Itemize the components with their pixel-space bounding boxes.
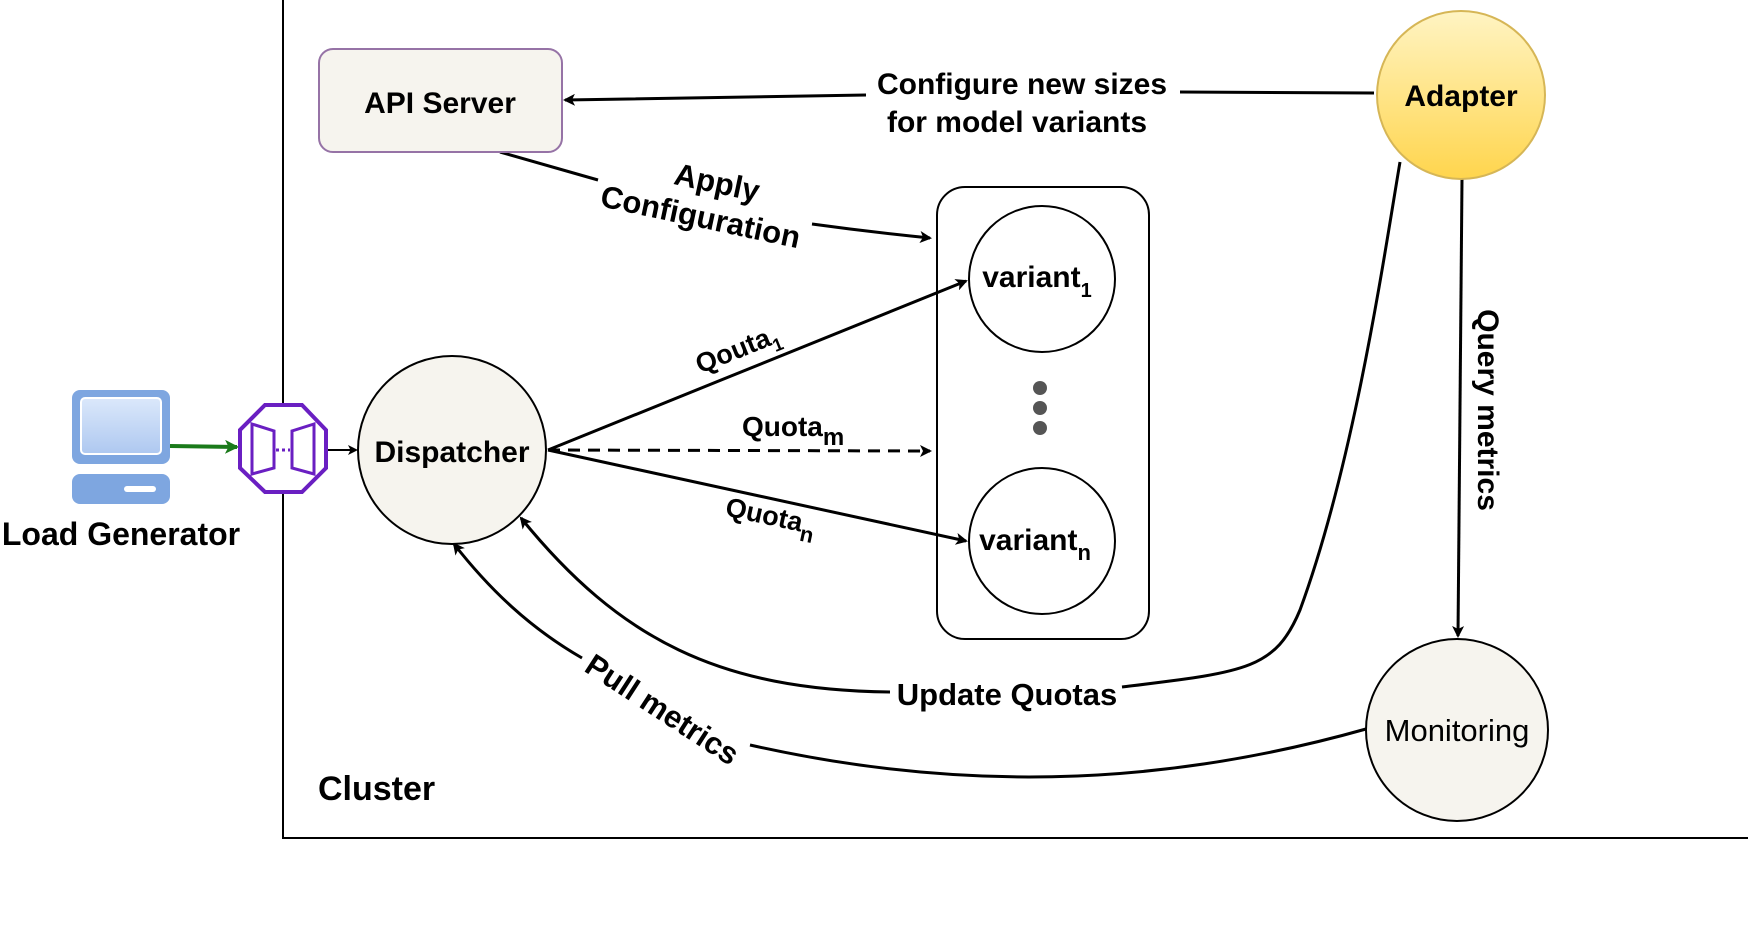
pull-metrics-edge <box>749 727 1367 779</box>
quota-n-edge <box>547 448 968 545</box>
variant-1-label: variant1 <box>982 261 1092 302</box>
dispatcher-node[interactable]: Dispatcher <box>357 355 547 545</box>
apply-configuration-label: Apply Configuration <box>598 156 804 255</box>
update-quotas-label: Update Quotas <box>897 677 1117 712</box>
update-quotas-edge <box>1121 161 1402 689</box>
variant-1-node[interactable]: variant1 <box>968 205 1116 353</box>
quota-1-edge <box>547 279 968 452</box>
cluster-boundary <box>282 0 1748 839</box>
configure-label-line1: Configure new sizes <box>877 68 1167 101</box>
api-server-node[interactable]: API Server <box>318 48 563 153</box>
update-quotas-edge-tail <box>519 516 891 694</box>
configure-edge <box>565 92 1375 100</box>
query-metrics-edge <box>1452 178 1465 638</box>
adapter-node[interactable]: Adapter <box>1376 10 1546 180</box>
svg-text:Quotan: Quotan <box>721 492 818 548</box>
query-metrics-label: Query metrics <box>1471 309 1504 511</box>
more-variants-dots <box>1033 381 1047 435</box>
api-server-label: API Server <box>364 87 516 120</box>
monitoring-node[interactable]: Monitoring <box>1365 638 1549 822</box>
quota-n-label: Quotan <box>721 492 818 548</box>
svg-text:Qouta1: Qouta1 <box>691 319 786 385</box>
dispatcher-label: Dispatcher <box>374 436 529 469</box>
pull-metrics-edge-tail <box>452 542 583 660</box>
configure-label-bg <box>866 64 1180 138</box>
gateway-icon <box>238 403 328 494</box>
variant-n-label: variantn <box>979 524 1091 565</box>
computer-icon <box>72 390 170 504</box>
load-gateway-edge <box>169 439 239 454</box>
cluster-label: Cluster <box>318 770 435 808</box>
apply-configuration-edge <box>499 150 599 182</box>
variant-n-node[interactable]: variantn <box>968 467 1116 615</box>
quota-1-label: Qouta1 <box>691 319 786 385</box>
svg-text:Query metrics: Query metrics <box>1471 309 1504 511</box>
monitoring-label: Monitoring <box>1385 713 1530 748</box>
quota-m-edge <box>547 444 932 457</box>
adapter-label: Adapter <box>1404 80 1518 113</box>
configure-label-line2: for model variants <box>887 106 1147 139</box>
load-generator-label: Load Generator <box>2 516 240 552</box>
apply-configuration-edge-tail <box>811 222 932 243</box>
quota-m-label: Quotam <box>742 411 844 451</box>
